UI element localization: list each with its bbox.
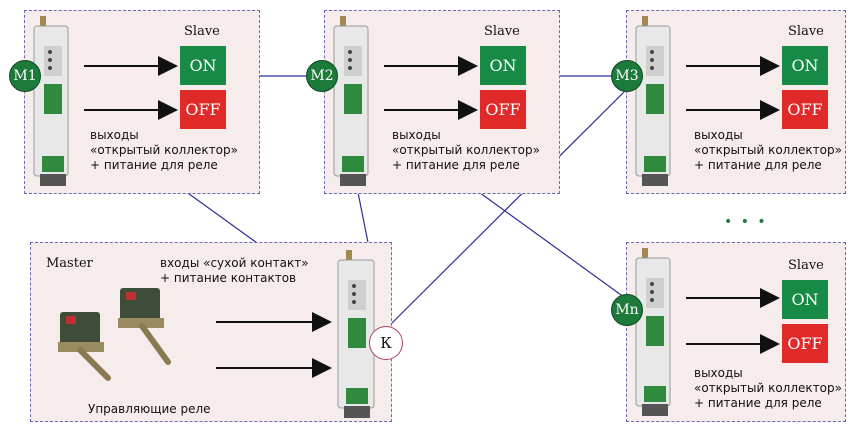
master-module: [337, 250, 375, 418]
node-m3: M3: [611, 60, 643, 92]
on-button-3[interactable]: ON: [782, 46, 828, 85]
ellipsis: • • •: [724, 214, 768, 230]
toggle-switches: [58, 288, 171, 381]
wire-k-m3: [384, 87, 629, 331]
node-m2: M2: [306, 60, 338, 92]
outputs-text-2: выходы «открытый коллектор» + питание дл…: [392, 128, 540, 172]
node-k: К: [369, 326, 403, 360]
off-button-2[interactable]: OFF: [480, 90, 526, 129]
control-relays-label: Управляющие реле: [88, 402, 211, 416]
slave-module-3: [635, 16, 671, 186]
slave-module-1: [33, 16, 69, 186]
off-button-n[interactable]: OFF: [782, 324, 828, 363]
master-label: Master: [46, 256, 93, 271]
slave-module-n: [635, 248, 671, 416]
off-button-1[interactable]: OFF: [180, 90, 226, 129]
off-button-3[interactable]: OFF: [782, 90, 828, 129]
slave-label-2: Slave: [484, 24, 520, 39]
outputs-text-n: выходы «открытый коллектор» + питание дл…: [694, 366, 842, 410]
node-m1: M1: [9, 60, 41, 92]
inputs-text: входы «сухой контакт» + питание контакто…: [160, 256, 309, 285]
node-mn: Mn: [611, 294, 643, 326]
on-button-1[interactable]: ON: [180, 46, 226, 85]
outputs-text-3: выходы «открытый коллектор» + питание дл…: [694, 128, 842, 172]
on-button-n[interactable]: ON: [782, 280, 828, 319]
outputs-text-1: выходы «открытый коллектор» + питание дл…: [90, 128, 238, 172]
on-button-2[interactable]: ON: [480, 46, 526, 85]
slave-label-n: Slave: [788, 258, 824, 273]
slave-label-1: Slave: [184, 24, 220, 39]
slave-module-2: [333, 16, 369, 186]
slave-label-3: Slave: [788, 24, 824, 39]
